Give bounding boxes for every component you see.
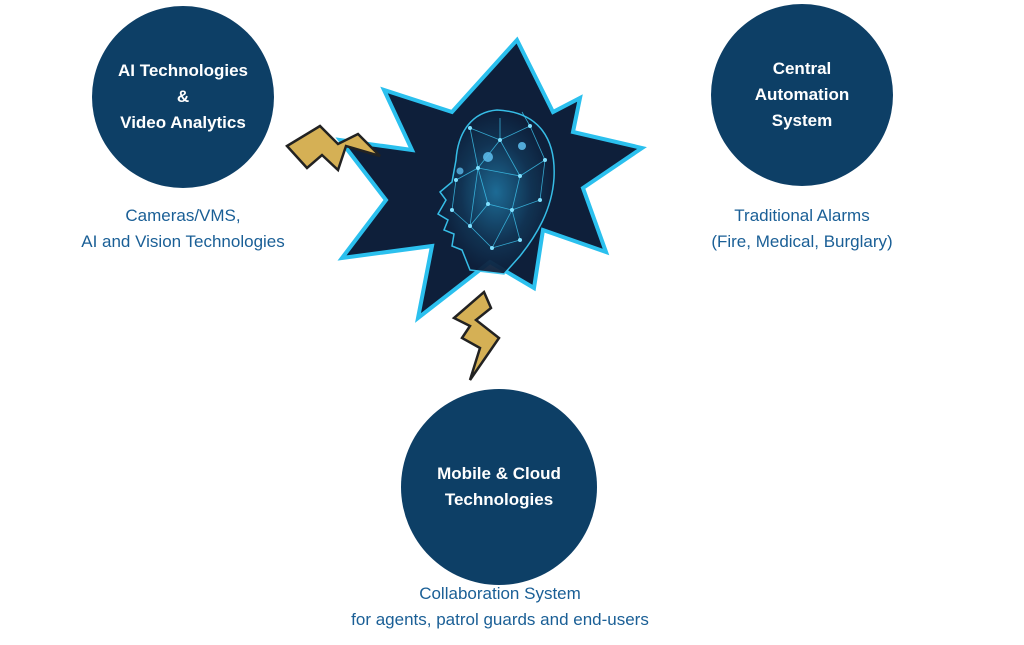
node-mobile-label-line1: Mobile & Cloud: [437, 464, 561, 483]
node-mobile-label-line2: Technologies: [444, 490, 554, 509]
node-ai-technologies: AI Technologies & Video Analytics: [92, 6, 274, 188]
node-central-label-line2: Automation: [754, 85, 850, 104]
caption-ai-line2: AI and Vision Technologies: [81, 232, 285, 251]
caption-mobile-line1: Collaboration System: [419, 584, 581, 603]
caption-ai-line1: Cameras/VMS,: [125, 206, 241, 225]
node-central-label-line3: System: [771, 111, 833, 130]
ai-head-network-icon: [436, 109, 555, 275]
lightning-bolt-icon: [285, 124, 381, 173]
node-ai-label-line3: Video Analytics: [120, 113, 246, 132]
caption-central-line2: (Fire, Medical, Burglary): [711, 232, 893, 251]
lightning-bolt-icon: [451, 289, 501, 381]
node-ai-label-line2: &: [176, 87, 190, 106]
caption-central-line1: Traditional Alarms: [734, 206, 870, 225]
node-ai-label-line1: AI Technologies: [117, 61, 249, 80]
node-mobile-cloud: Mobile & Cloud Technologies: [401, 389, 597, 585]
caption-mobile-line2: for agents, patrol guards and end-users: [351, 610, 649, 629]
caption-mobile-cloud: Collaboration System for agents, patrol …: [300, 581, 700, 633]
caption-central-automation: Traditional Alarms (Fire, Medical, Burgl…: [672, 203, 932, 255]
node-central-label-line1: Central: [772, 59, 832, 78]
node-central-automation: Central Automation System: [711, 4, 893, 186]
caption-ai-technologies: Cameras/VMS, AI and Vision Technologies: [40, 203, 326, 255]
